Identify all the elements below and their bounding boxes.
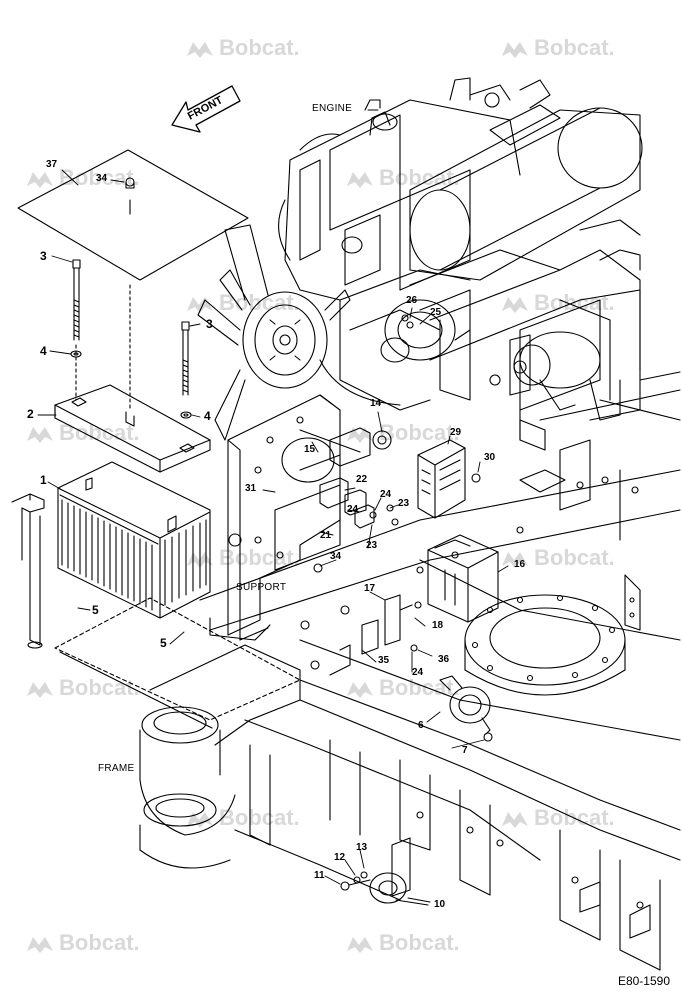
callout-3: 3 (206, 317, 213, 331)
bobcat-logo-icon (347, 682, 373, 699)
callout-6: 6 (418, 720, 424, 731)
battery-hold-down (54, 384, 211, 473)
watermark: Bobcat. (500, 805, 615, 831)
bobcat-logo-icon (27, 427, 53, 444)
support-plate (209, 394, 361, 641)
bobcat-logo-icon (502, 812, 528, 829)
callout-34: 34 (330, 551, 342, 562)
controller-module (417, 439, 481, 519)
leader-lines (37, 109, 509, 903)
callout-24: 24 (380, 489, 392, 500)
battery-cover (17, 149, 249, 411)
callout-34: 34 (96, 173, 108, 184)
horn (340, 837, 429, 906)
callout-3: 3 (40, 249, 47, 263)
battery (57, 461, 211, 619)
washers (70, 350, 192, 419)
callout-17: 17 (364, 583, 376, 594)
control-box (427, 534, 499, 623)
callout-23: 23 (366, 540, 378, 551)
callout-15: 15 (304, 444, 316, 455)
callout-11: 11 (314, 870, 325, 881)
callout-21: 21 (320, 530, 332, 541)
battery-tray (54, 597, 301, 729)
watermark: Bobcat. (185, 35, 300, 61)
callout-36: 36 (438, 654, 450, 665)
hold-down-rod-right (181, 321, 190, 396)
callout-37: 37 (46, 159, 58, 170)
callout-35: 35 (378, 655, 390, 666)
mounting-bracket (329, 594, 422, 676)
watermark: Bobcat. (25, 930, 140, 956)
callout-24: 24 (412, 667, 424, 678)
bobcat-logo-icon (502, 42, 528, 59)
callout-5: 5 (92, 603, 99, 617)
frame-structure (139, 644, 681, 971)
bobcat-logo-icon (502, 297, 528, 314)
watermark: Bobcat. (500, 35, 615, 61)
callout-1: 1 (40, 473, 47, 487)
front-arrow: FRONT (171, 85, 241, 133)
bobcat-logo-icon (347, 172, 373, 189)
callout-29: 29 (450, 427, 462, 438)
callout-13: 13 (356, 842, 368, 853)
callout-18: 18 (432, 620, 444, 631)
watermark: Bobcat. (345, 165, 460, 191)
bobcat-logo-icon (27, 937, 53, 954)
callout-31: 31 (245, 483, 257, 494)
callout-10: 10 (434, 899, 446, 910)
bobcat-logo-icon (187, 42, 213, 59)
hold-down-rod-left (72, 259, 81, 401)
battery-handle (11, 493, 45, 649)
watermark: Bobcat. (345, 930, 460, 956)
watermark: Bobcat. (345, 675, 460, 701)
swing-bearing-ring (464, 594, 626, 696)
callout-30: 30 (484, 452, 496, 463)
frame-label: FRAME (98, 763, 135, 774)
drawing-number: E80-1590 (617, 974, 670, 988)
support-label: SUPPORT (236, 582, 287, 593)
relay-panel (313, 427, 399, 573)
callout-2: 2 (27, 407, 34, 421)
callout-7: 7 (462, 745, 468, 756)
side-bracket (624, 574, 641, 631)
callout-26: 26 (406, 295, 418, 306)
watermark: Bobcat. (25, 675, 140, 701)
callout-25: 25 (430, 307, 442, 318)
bobcat-logo-icon (187, 812, 213, 829)
front-arrow-label: FRONT (186, 94, 225, 123)
engine (197, 77, 643, 441)
bobcat-logo-icon (27, 172, 53, 189)
callout-22: 22 (356, 474, 368, 485)
callout-14: 14 (370, 398, 382, 409)
engine-label: ENGINE (312, 103, 353, 114)
bobcat-logo-icon (27, 682, 53, 699)
callout-16: 16 (514, 559, 526, 570)
watermark: Bobcat. (500, 545, 615, 571)
callout-24: 24 (347, 504, 359, 515)
watermark: Bobcat. (500, 290, 615, 316)
callout-5: 5 (160, 636, 167, 650)
watermark: Bobcat. (185, 805, 300, 831)
bobcat-logo-icon (502, 552, 528, 569)
callout-23: 23 (398, 498, 410, 509)
pump-sensor (439, 675, 493, 742)
callout-4: 4 (40, 344, 47, 358)
callout-4: 4 (204, 409, 211, 423)
bobcat-logo-icon (347, 937, 373, 954)
callout-12: 12 (334, 852, 346, 863)
